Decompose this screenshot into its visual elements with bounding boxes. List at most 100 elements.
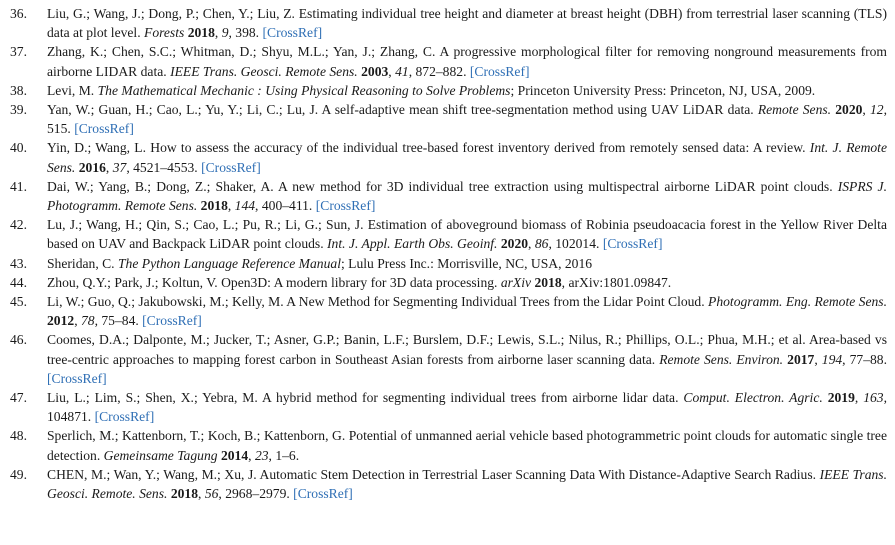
reference-entry: 49. CHEN, M.; Wan, Y.; Wang, M.; Xu, J. A…	[10, 465, 887, 503]
reference-entry: 37. Zhang, K.; Chen, S.C.; Whitman, D.; S…	[10, 42, 887, 80]
reference-entry: 44.Zhou, Q.Y.; Park, J.; Koltun, V. Open…	[10, 273, 887, 292]
reference-plain-text: Yin, D.; Wang, L. How to assess the accu…	[47, 140, 810, 156]
reference-entry: 39. Yan, W.; Guan, H.; Cao, L.; Yu, Y.; L…	[10, 100, 887, 138]
reference-italic-text: IEEE Trans. Geosci. Remote. Sens.	[47, 466, 887, 502]
reference-plain-text: , 104871.	[47, 390, 887, 425]
reference-plain-text: , 515.	[47, 102, 887, 137]
reference-number: 41.	[10, 178, 27, 194]
reference-text: Liu, L.; Lim, S.; Shen, X.; Yebra, M. A …	[47, 388, 887, 426]
reference-entry: 38. Levi, M. The Mathematical Mechanic : …	[10, 81, 887, 100]
reference-number: 49.	[10, 466, 27, 482]
reference-year: 2019	[827, 390, 855, 406]
crossref-link[interactable]: [CrossRef]	[469, 63, 530, 79]
reference-plain-text: ,	[227, 198, 235, 214]
crossref-link[interactable]: [CrossRef]	[201, 159, 261, 175]
reference-number: 36.	[10, 6, 27, 21]
reference-plain-text: Zhang, K.; Chen, S.C.; Whitman, D.; Shyu…	[47, 44, 887, 79]
reference-italic-text: 144	[234, 198, 256, 214]
reference-entry: 41. Dai, W.; Yang, B.; Dong, Z.; Shaker, …	[10, 177, 887, 215]
reference-number: 39.	[10, 102, 27, 118]
reference-text: Yin, D.; Wang, L. How to assess the accu…	[47, 138, 887, 176]
reference-italic-text: 78	[80, 313, 95, 329]
reference-plain-text: Yan, W.; Guan, H.; Cao, L.; Yu, Y.; Li, …	[47, 102, 758, 118]
crossref-link[interactable]: [CrossRef]	[94, 409, 155, 425]
reference-entry: 47. Liu, L.; Lim, S.; Shen, X.; Yebra, M.…	[10, 388, 887, 426]
reference-plain-text: Li, W.; Guo, Q.; Jakubowski, M.; Kelly, …	[47, 294, 709, 310]
reference-plain-text: Coomes, D.A.; Dalponte, M.; Jucker, T.; …	[47, 332, 887, 367]
reference-year: 2017	[787, 351, 815, 367]
reference-plain-text: , 77–88.	[842, 351, 888, 367]
reference-plain-text: ,	[248, 447, 255, 463]
reference-italic-text: 56	[204, 486, 219, 502]
crossref-link[interactable]: [CrossRef]	[262, 25, 323, 41]
reference-year: 2003	[361, 63, 389, 79]
reference-text: Zhang, K.; Chen, S.C.; Whitman, D.; Shyu…	[47, 42, 887, 80]
reference-number: 43.	[10, 255, 27, 271]
reference-number: 45.	[10, 294, 27, 310]
reference-number: 47.	[10, 390, 27, 406]
reference-number: 44.	[10, 274, 27, 290]
reference-italic-text: Photogramm. Eng. Remote Sens.	[708, 294, 887, 310]
reference-entry: 46. Coomes, D.A.; Dalponte, M.; Jucker, T…	[10, 330, 887, 388]
reference-year: 2020	[500, 236, 529, 252]
crossref-link[interactable]: [CrossRef]	[47, 370, 107, 386]
reference-plain-text: , 398.	[228, 25, 263, 41]
reference-italic-text: 163	[863, 390, 884, 406]
reference-italic-text: The Mathematical Mechanic : Using Physic…	[97, 82, 511, 98]
crossref-link[interactable]: [CrossRef]	[315, 198, 376, 214]
reference-plain-text: Levi, M.	[47, 82, 98, 98]
reference-year: 2016	[78, 159, 106, 175]
reference-italic-text: 41	[395, 63, 409, 79]
reference-italic-text: Comput. Electron. Agric.	[683, 390, 823, 406]
crossref-link[interactable]: [CrossRef]	[74, 121, 134, 137]
crossref-link[interactable]: [CrossRef]	[293, 486, 353, 502]
reference-plain-text: ,	[854, 390, 864, 406]
reference-number: 38.	[10, 82, 27, 98]
reference-italic-text: Gemeinsame Tagung	[103, 447, 218, 463]
reference-plain-text: ,	[74, 313, 81, 329]
reference-number: 46.	[10, 332, 27, 348]
reference-plain-text: , 1–6.	[268, 447, 300, 463]
reference-italic-text: Remote Sens. Environ.	[659, 351, 784, 367]
reference-plain-text: Sperlich, M.; Kattenborn, T.; Koch, B.; …	[47, 428, 887, 463]
reference-text: Levi, M. The Mathematical Mechanic : Usi…	[47, 81, 887, 100]
reference-plain-text: ,	[388, 63, 396, 79]
reference-number: 40.	[10, 140, 27, 156]
crossref-link[interactable]: [CrossRef]	[602, 236, 663, 252]
reference-plain-text: ,	[814, 351, 822, 367]
reference-entry: 40. Yin, D.; Wang, L. How to assess the a…	[10, 138, 887, 176]
reference-plain-text: ,	[198, 486, 205, 502]
crossref-link[interactable]: [CrossRef]	[142, 313, 202, 329]
reference-plain-text: , 2968–2979.	[218, 486, 294, 502]
reference-text: Sperlich, M.; Kattenborn, T.; Koch, B.; …	[47, 426, 887, 464]
reference-italic-text: arXiv	[500, 274, 532, 290]
reference-text: CHEN, M.; Wan, Y.; Wang, M.; Xu, J. Auto…	[47, 465, 887, 503]
reference-plain-text: ,	[214, 25, 222, 41]
reference-entry: 45. Li, W.; Guo, Q.; Jakubowski, M.; Kell…	[10, 292, 887, 330]
reference-text: Coomes, D.A.; Dalponte, M.; Jucker, T.; …	[47, 330, 887, 388]
reference-plain-text: , 400–411.	[255, 198, 316, 214]
reference-year: 2018	[200, 198, 228, 214]
reference-entry: 42. Lu, J.; Wang, H.; Qin, S.; Cao, L.; P…	[10, 215, 887, 253]
reference-plain-text: ; Princeton University Press: Princeton,…	[510, 82, 816, 98]
reference-number: 42.	[10, 217, 27, 233]
reference-italic-text: 86	[534, 236, 549, 252]
reference-text: Sheridan, C. The Python Language Referen…	[47, 254, 887, 273]
reference-plain-text: ; Lulu Press Inc.: Morrisville, NC, USA,…	[340, 255, 593, 271]
reference-text: Lu, J.; Wang, H.; Qin, S.; Cao, L.; Pu, …	[47, 215, 887, 253]
reference-year: 2014	[220, 447, 249, 463]
reference-number: 37.	[10, 44, 27, 60]
reference-plain-text: Liu, G.; Wang, J.; Dong, P.; Chen, Y.; L…	[47, 6, 887, 41]
reference-plain-text: Sheridan, C.	[47, 255, 118, 271]
reference-italic-text: Remote Sens.	[757, 102, 832, 118]
reference-year: 2018	[534, 274, 562, 290]
reference-italic-text: 12	[869, 102, 884, 118]
reference-entry: 36. Liu, G.; Wang, J.; Dong, P.; Chen, Y.…	[10, 4, 887, 42]
reference-italic-text: IEEE Trans. Geosci. Remote Sens.	[170, 63, 358, 79]
reference-year: 2012	[47, 313, 75, 329]
reference-plain-text: Lu, J.; Wang, H.; Qin, S.; Cao, L.; Pu, …	[47, 217, 887, 252]
reference-italic-text: Int. J. Remote Sens.	[47, 140, 887, 175]
reference-year: 2018	[187, 25, 215, 41]
reference-plain-text: Dai, W.; Yang, B.; Dong, Z.; Shaker, A. …	[47, 178, 838, 194]
reference-italic-text: 37	[112, 159, 127, 175]
